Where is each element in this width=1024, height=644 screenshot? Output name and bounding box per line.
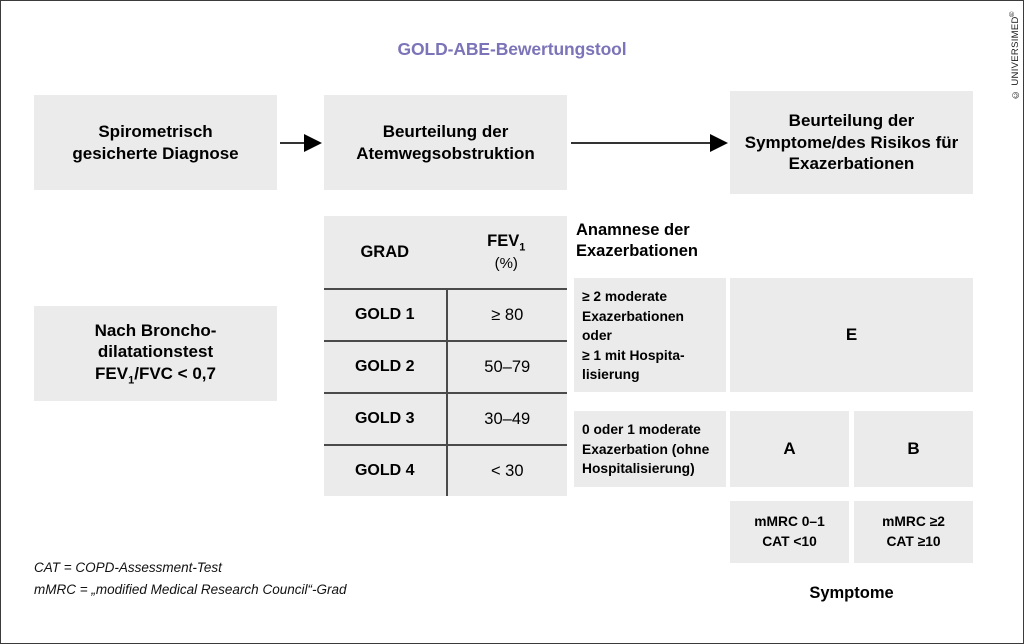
symptom-b-mmrc: mMRC ≥2 [882,514,945,530]
copyright-notice: © UNIVERSIMED® [1008,9,1021,100]
abe-group-b: B [854,411,973,487]
box-exacerbation-low-risk: 0 oder 1 moderate Exazerbation (ohne Hos… [574,411,726,487]
gold-grade-label: GOLD 1 [354,306,415,323]
gold-fev-value: 50–79 [445,342,568,392]
registered-mark-icon: ® [1007,9,1015,17]
gold-fev-value: ≥ 80 [445,290,568,340]
symptom-b-cat: CAT ≥10 [886,534,941,549]
fev-unit: (%) [494,254,518,272]
gold-grade-label: GOLD 3 [354,410,415,427]
box-exacerbation-high-risk: ≥ 2 moderate Exazerbationen oder ≥ 1 mit… [574,278,726,392]
gold-fev-value: < 30 [445,446,568,496]
anamnese-heading: Anamnese der Exazerbationen [576,220,741,263]
arrow-right-icon-1 [280,134,322,152]
flow-diagnose-line1: Spirometrisch [98,121,213,141]
exaz-high-line5: lisierung [582,367,640,383]
flow-diagnose-line2: gesicherte Diagnose [72,143,239,163]
table-row: GOLD 1 ≥ 80 [324,288,567,340]
abe-group-a: A [730,411,849,487]
copyright-text: © UNIVERSIMED [1010,16,1021,100]
table-header-row: GRAD FEV1 (%) [324,216,567,288]
symptom-a-cat: CAT <10 [762,534,817,549]
abe-group-e: E [730,278,973,392]
table-row: GOLD 3 30–49 [324,392,567,444]
arrow-head [304,134,322,152]
fev-label: FEV [487,232,520,251]
anamnese-heading-line1: Anamnese der [576,221,690,239]
exaz-low-line3: Hospitalisierung) [582,461,695,477]
footnote-cat: CAT = COPD-Assessment-Test [34,560,222,575]
fev-subscript: 1 [519,241,526,254]
symptom-a-mmrc: mMRC 0–1 [754,514,825,530]
table-header-grad: GRAD [360,242,410,261]
footnotes: CAT = COPD-Assessment-Test mMRC = „modif… [34,557,514,601]
flow-obstruktion-line2: Atemwegsobstruktion [356,143,535,163]
flow-box-diagnose: Spirometrisch gesicherte Diagnose [34,95,277,190]
arrow-shaft [280,142,305,144]
gold-grade-label: GOLD 4 [354,462,415,479]
exaz-high-line2: Exazerbationen [582,308,684,324]
symptome-axis-label: Symptome [809,584,894,602]
exaz-high-line1: ≥ 2 moderate [582,289,668,304]
flow-box-obstruktion: Beurteilung der Atemwegsobstruktion [324,95,567,190]
flow-obstruktion-line1: Beurteilung der [382,121,509,141]
footnote-mmrc: mMRC = „modified Medical Research Counci… [34,581,347,597]
exaz-high-line4: ≥ 1 mit Hospita- [582,347,685,363]
broncho-fev-suffix: /FVC < 0,7 [134,364,216,384]
broncho-fev-prefix: FEV [95,364,129,384]
flow-symptome-line3: Exazerbationen [788,154,915,174]
page-title: GOLD-ABE-Bewertungstool [397,39,627,59]
symptom-criteria-a: mMRC 0–1 CAT <10 [730,501,849,563]
flow-symptome-line2: Symptome/des Risikos für [744,132,959,152]
gold-grade-label: GOLD 2 [354,358,415,375]
flow-symptome-line1: Beurteilung der [788,110,915,130]
table-row: GOLD 2 50–79 [324,340,567,392]
anamnese-heading-line2: Exazerbationen [576,242,698,261]
arrow-head [710,134,728,152]
table-row: GOLD 4 < 30 [324,444,567,496]
flow-box-symptome-risiko: Beurteilung der Symptome/des Risikos für… [730,91,973,194]
gold-grade-table: GRAD FEV1 (%) GOLD 1 ≥ 80 GOLD 2 50–79 G… [324,216,567,496]
exaz-high-line3: oder [582,328,612,344]
broncho-fev-subscript: 1 [128,374,135,387]
table-header-fev: FEV1 (%) [446,216,568,288]
arrow-right-icon-2 [571,134,728,152]
exaz-low-line1: 0 oder 1 moderate [582,422,701,437]
broncho-line1: Nach Broncho- [94,320,217,340]
arrow-shaft [571,142,711,144]
symptom-criteria-b: mMRC ≥2 CAT ≥10 [854,501,973,563]
box-bronchodilatationstest: Nach Broncho- dilatationstest FEV1/FVC <… [34,306,277,401]
gold-fev-value: 30–49 [445,394,568,444]
exaz-low-line2: Exazerbation (ohne [582,441,710,457]
broncho-line2: dilatationstest [97,342,214,362]
